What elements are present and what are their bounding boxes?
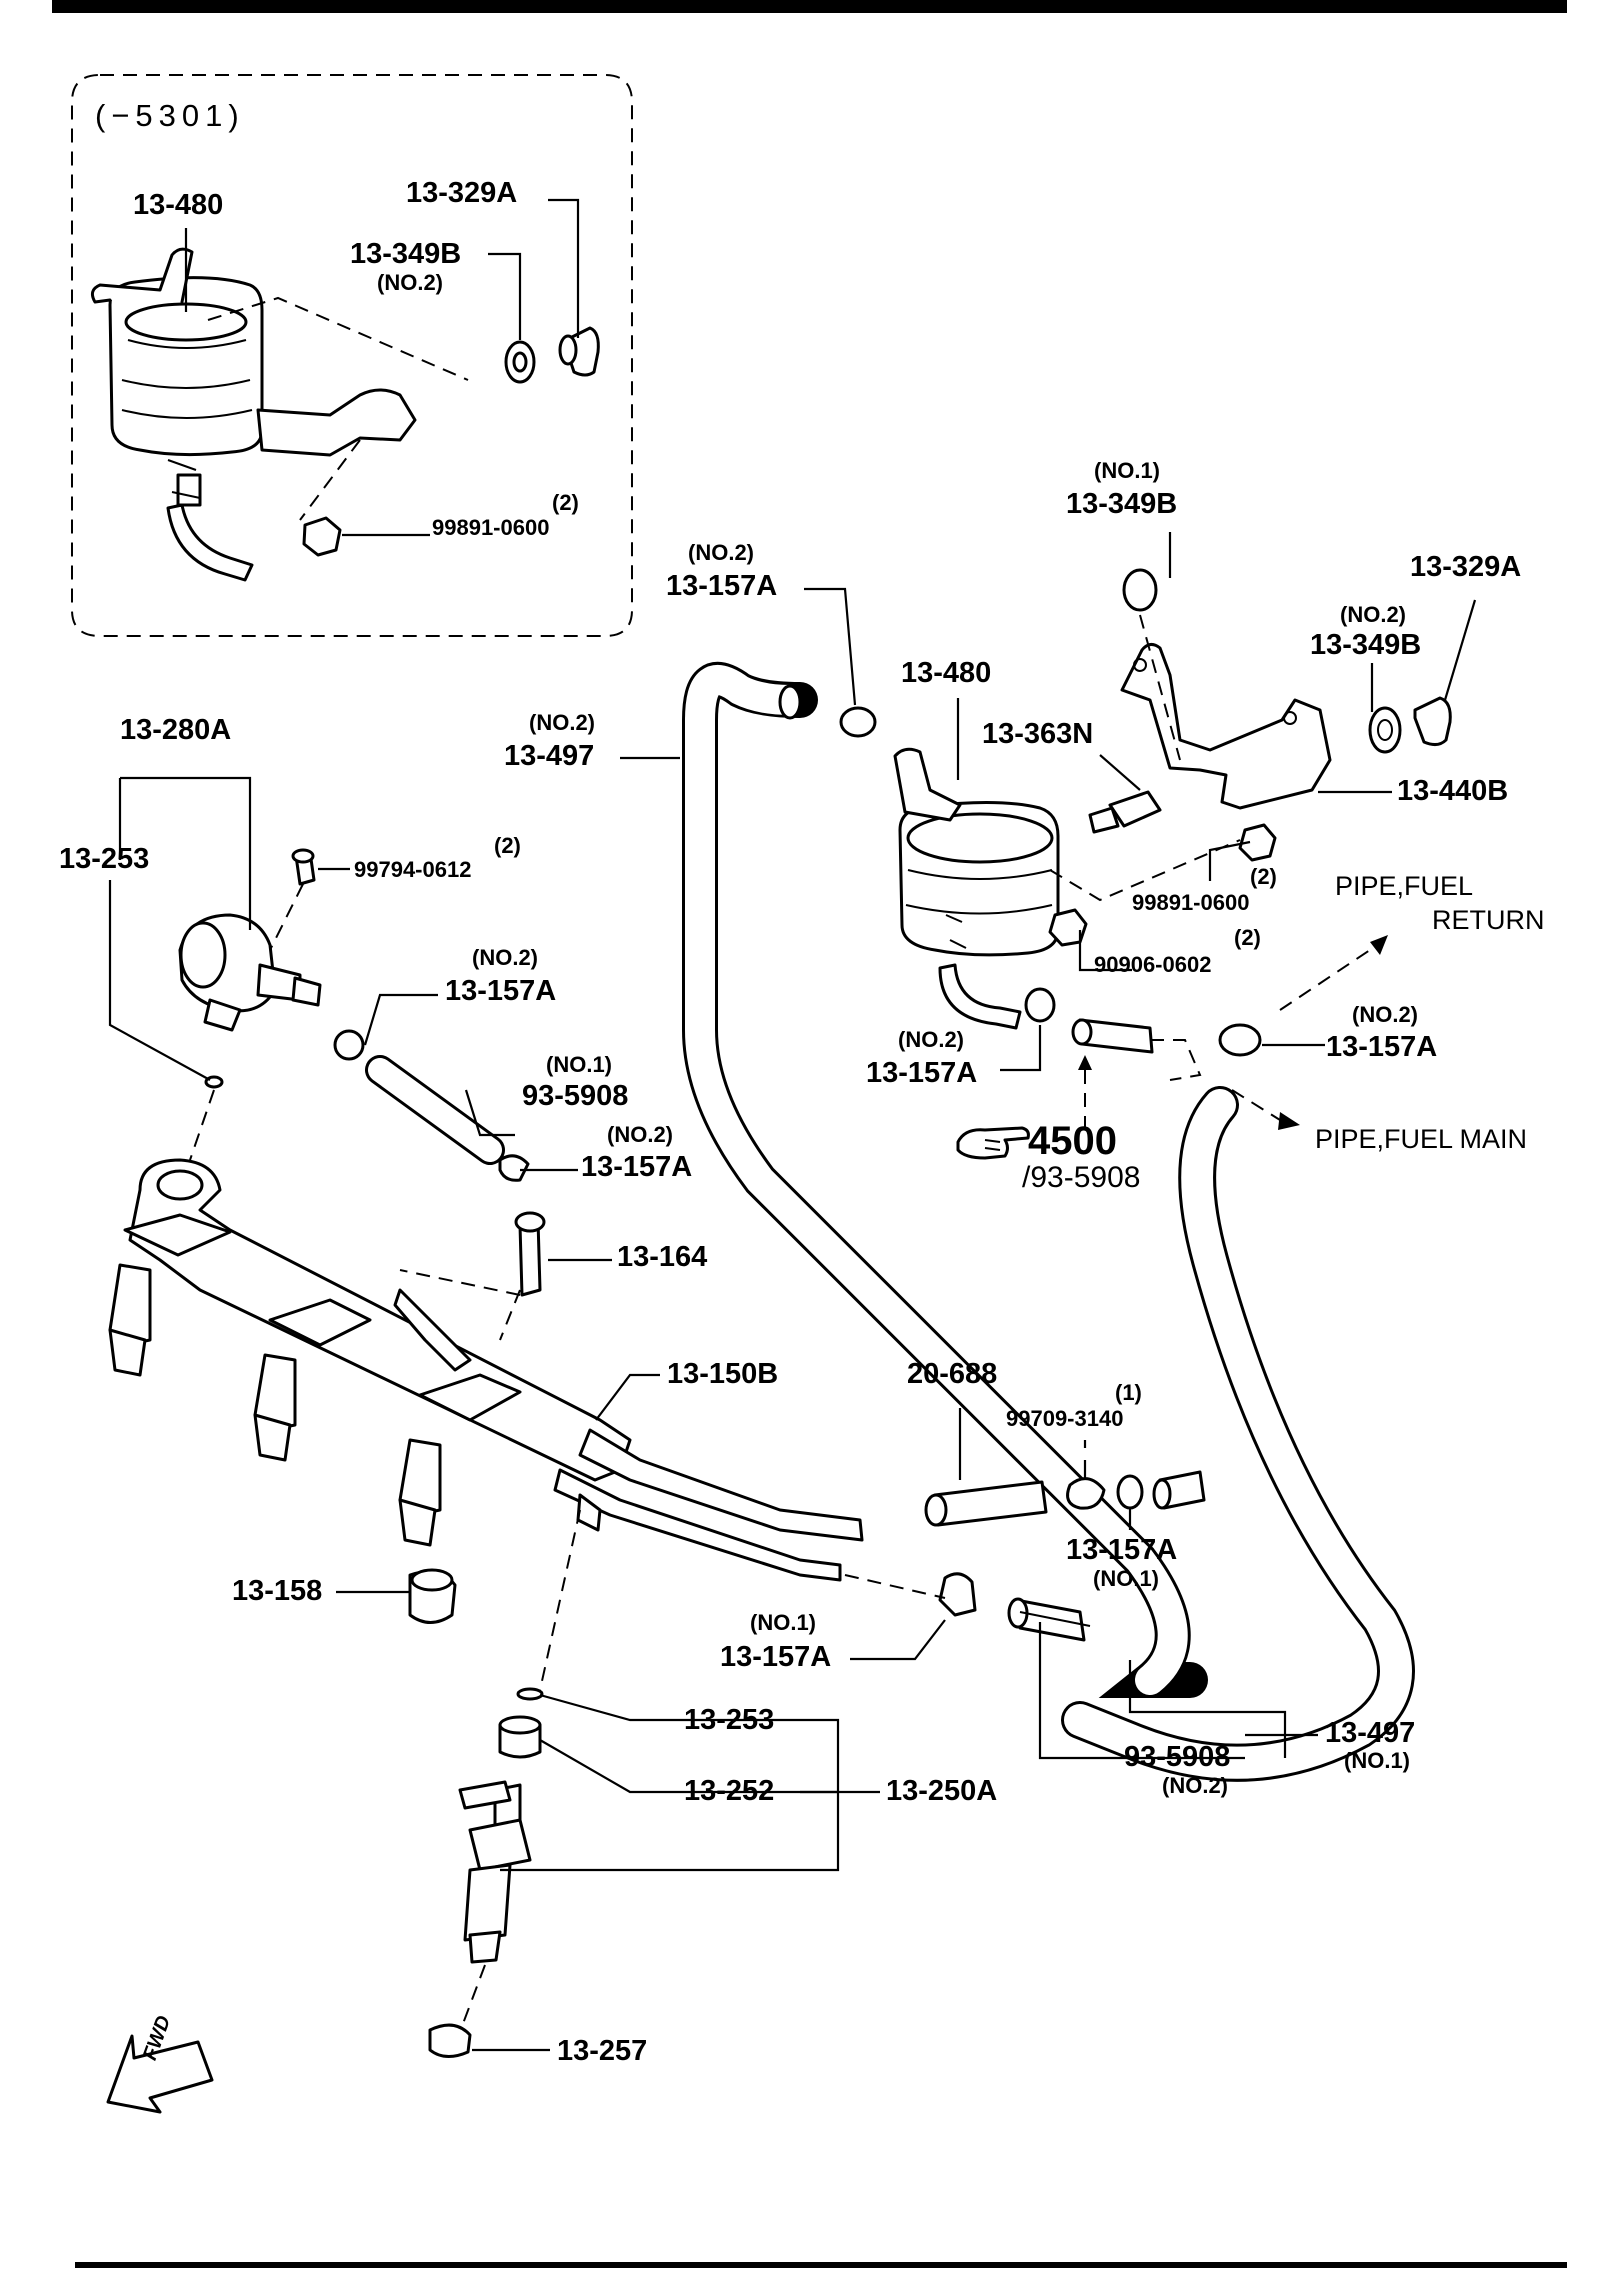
label-13-497-no1: 13-497 bbox=[1325, 1717, 1416, 1749]
inset-fuel-filter bbox=[90, 247, 469, 582]
label-93-5908-no2: 93-5908 bbox=[1124, 1741, 1231, 1773]
pointing-hand-icon bbox=[956, 1126, 1030, 1160]
label-pipe-fuel-return-2: RETURN bbox=[1432, 905, 1545, 935]
label-no1-349B: (NO.1) bbox=[1094, 458, 1160, 483]
fwd-arrow-icon bbox=[106, 2034, 214, 2114]
label-13-349B-no2: 13-349B bbox=[1310, 629, 1422, 661]
label-pipe-fuel-return-1: PIPE,FUEL bbox=[1335, 871, 1474, 901]
label-13-257: 13-257 bbox=[557, 2035, 648, 2067]
label-inset-99891-0600: 99891-0600 bbox=[432, 515, 550, 540]
grommet-13-349B-no2 bbox=[1368, 706, 1402, 754]
label-20-688: 20-688 bbox=[907, 1358, 998, 1390]
label-13-363N: 13-363N bbox=[982, 718, 1094, 750]
label-13-497: 13-497 bbox=[504, 740, 595, 772]
label-no2-157-top: (NO.2) bbox=[688, 540, 754, 565]
label-13-440B: 13-440B bbox=[1397, 775, 1509, 807]
top-border bbox=[52, 0, 1567, 13]
pressure-regulator-13-280A bbox=[178, 913, 322, 1032]
inset-bolt-99891-0600 bbox=[302, 516, 342, 557]
bottom-border bbox=[75, 2262, 1567, 2268]
label-inset-13-329A: 13-329A bbox=[406, 177, 518, 209]
label-inset-no2: (NO.2) bbox=[377, 270, 443, 295]
label-13-157A-top: 13-157A bbox=[666, 570, 778, 602]
inset-range-label: (−5301) bbox=[95, 98, 245, 133]
label-13-280A: 13-280A bbox=[120, 714, 232, 746]
main-fuel-filter bbox=[893, 747, 1060, 1030]
clamp-13-157A-top bbox=[839, 706, 877, 738]
clamp-13-157A-filter-out bbox=[1024, 987, 1056, 1023]
label-no1-157-bottom: (NO.1) bbox=[750, 1610, 816, 1635]
label-no1-497: (NO.1) bbox=[1344, 1748, 1410, 1773]
label-13-157A-filter: 13-157A bbox=[866, 1057, 978, 1089]
label-pipe-fuel-main: PIPE,FUEL MAIN bbox=[1315, 1124, 1528, 1154]
label-13-157A-return: 13-157A bbox=[1326, 1031, 1438, 1063]
clamp-13-157A-bottom bbox=[938, 1572, 977, 1617]
label-no2-349B: (NO.2) bbox=[1340, 602, 1406, 627]
rail-injectors bbox=[108, 1263, 442, 1547]
label-13-349B-no1: 13-349B bbox=[1066, 488, 1178, 520]
bolt-99891-0600 bbox=[1238, 823, 1277, 862]
label-no2-157-reg: (NO.2) bbox=[472, 945, 538, 970]
clamp-99709-3140 bbox=[1066, 1477, 1106, 1510]
label-qty2-99891: (2) bbox=[1250, 864, 1277, 889]
label-13-329A: 13-329A bbox=[1410, 551, 1522, 583]
leader-lines bbox=[108, 532, 1477, 2052]
clamp-13-157A-return bbox=[1218, 1023, 1262, 1057]
label-no1-157-mid: (NO.1) bbox=[1093, 1566, 1159, 1591]
label-13-250A: 13-250A bbox=[886, 1775, 998, 1807]
label-no2-157-filter: (NO.2) bbox=[898, 1027, 964, 1052]
valve-13-363N bbox=[1108, 790, 1162, 828]
label-no2-497: (NO.2) bbox=[529, 710, 595, 735]
injector-13-250A bbox=[458, 1780, 532, 1964]
label-13-150B: 13-150B bbox=[667, 1358, 779, 1390]
clamp-13-157A-no1 bbox=[1116, 1474, 1144, 1510]
fuel-rail-13-150B bbox=[123, 1158, 864, 1582]
label-13-157A-rail: 13-157A bbox=[581, 1151, 693, 1183]
label-no2-157-rail: (NO.2) bbox=[607, 1122, 673, 1147]
hose-13-497-no1 bbox=[1007, 1086, 1415, 1782]
o-ring-13-253-injector bbox=[516, 1687, 544, 1701]
clamp-13-157A-regulator bbox=[333, 1029, 365, 1061]
label-90906-0602: 90906-0602 bbox=[1094, 952, 1212, 977]
label-13-157A-reg: 13-157A bbox=[445, 975, 557, 1007]
label-13-253-top: 13-253 bbox=[59, 843, 150, 875]
label-13-480: 13-480 bbox=[901, 657, 992, 689]
label-ref-93-5908: /93-5908 bbox=[1022, 1161, 1141, 1194]
label-inset-13-480: 13-480 bbox=[133, 189, 224, 221]
bracket-13-440B bbox=[1120, 643, 1332, 810]
label-no1-5908: (NO.1) bbox=[546, 1052, 612, 1077]
inset-frame bbox=[71, 74, 633, 637]
hose-20-688 bbox=[933, 1480, 1048, 1527]
label-qty2-90906: (2) bbox=[1234, 925, 1261, 950]
label-no2-93-5908: (NO.2) bbox=[1162, 1773, 1228, 1798]
label-13-253-bottom: 13-253 bbox=[684, 1704, 775, 1736]
clamp-13-157A-rail bbox=[498, 1154, 530, 1182]
label-99794-0612: 99794-0612 bbox=[354, 857, 472, 882]
label-ref-4500: 4500 bbox=[1028, 1119, 1117, 1163]
label-inset-13-349B: 13-349B bbox=[350, 238, 462, 270]
label-13-158: 13-158 bbox=[232, 1575, 323, 1607]
hose-13-497-no2 bbox=[682, 662, 1208, 1698]
label-99891-0600: 99891-0600 bbox=[1132, 890, 1250, 915]
label-no2-157-return: (NO.2) bbox=[1352, 1002, 1418, 1027]
grommet-13-349B-no1 bbox=[1122, 568, 1158, 612]
label-13-252: 13-252 bbox=[684, 1775, 775, 1807]
cap-13-257 bbox=[428, 2023, 472, 2058]
label-13-157A-bottom: 13-157A bbox=[720, 1641, 832, 1673]
label-13-164: 13-164 bbox=[617, 1241, 708, 1273]
label-93-5908: 93-5908 bbox=[522, 1080, 629, 1112]
label-qty2-99794: (2) bbox=[494, 833, 521, 858]
label-99709-3140: 99709-3140 bbox=[1006, 1406, 1124, 1431]
label-qty1-99709: (1) bbox=[1115, 1380, 1142, 1405]
label-inset-qty: (2) bbox=[552, 490, 579, 515]
bushing-13-329A bbox=[1413, 696, 1452, 747]
label-13-157A-no1: 13-157A bbox=[1066, 1534, 1178, 1566]
